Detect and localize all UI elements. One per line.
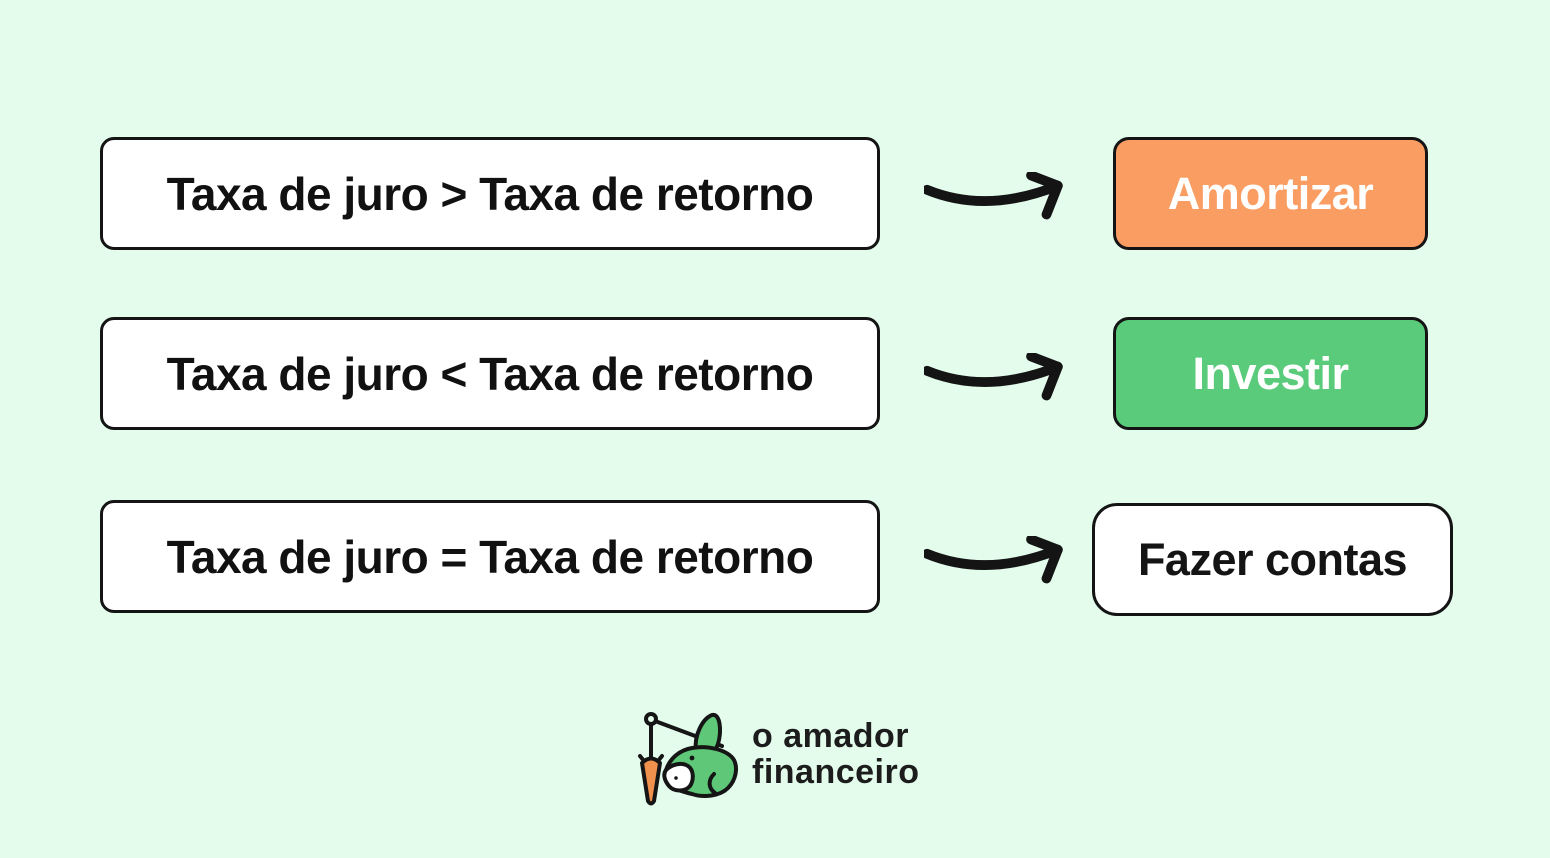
result-box-investir: Investir <box>1113 317 1428 430</box>
condition-box-2: Taxa de juro < Taxa de retorno <box>100 317 880 430</box>
result-text-2: Investir <box>1192 347 1349 399</box>
condition-text-3: Taxa de juro = Taxa de retorno <box>166 530 814 583</box>
curved-arrow-icon <box>924 172 1063 220</box>
condition-box-1: Taxa de juro > Taxa de retorno <box>100 137 880 250</box>
brand-name: o amador financeiro <box>752 702 919 790</box>
curved-arrow-icon <box>924 353 1063 401</box>
result-text-3: Fazer contas <box>1137 533 1408 585</box>
curved-arrow-icon <box>924 536 1063 584</box>
result-box-fazer-contas: Fazer contas <box>1092 503 1453 616</box>
brand-logo: o amador financeiro <box>630 702 919 810</box>
brand-name-line1: o amador <box>752 717 910 755</box>
result-box-amortizar: Amortizar <box>1113 137 1428 250</box>
condition-box-3: Taxa de juro = Taxa de retorno <box>100 500 880 613</box>
donkey-carrot-icon <box>638 712 738 806</box>
condition-text-2: Taxa de juro < Taxa de retorno <box>166 347 814 400</box>
result-text-1: Amortizar <box>1167 167 1374 219</box>
condition-text-1: Taxa de juro > Taxa de retorno <box>166 167 814 220</box>
brand-name-line2: financeiro <box>752 753 920 791</box>
